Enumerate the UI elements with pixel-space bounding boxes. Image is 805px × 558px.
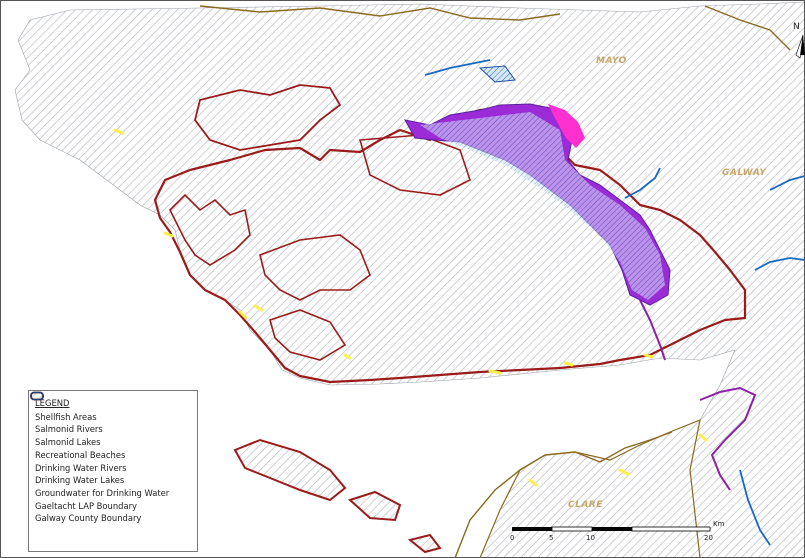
gaeltacht-boundary-south-coast (259, 234, 371, 301)
drinking-water-river-east-1 (624, 167, 661, 199)
island-south-middle (348, 490, 402, 522)
drinking-water-river-north (424, 59, 491, 76)
legend-label: Recreational Beaches (35, 449, 126, 460)
island-south-large (233, 438, 347, 502)
legend-label: Drinking Water Rivers (35, 462, 127, 473)
legend-item-dw-lakes: Drinking Water Lakes (30, 391, 191, 487)
salmonid-lake-pink-edge (548, 104, 585, 148)
legend-label: Salmonid Rivers (35, 424, 103, 435)
scale-tick-5: 5 (549, 534, 554, 542)
scale-unit: Km (713, 520, 725, 528)
county-label-mayo: MAYO (596, 56, 627, 66)
legend-label: Salmonid Lakes (35, 437, 101, 448)
scale-tick-0: 0 (510, 534, 515, 542)
scale-tick-10: 10 (586, 534, 595, 542)
recreational-beaches (113, 128, 708, 487)
county-boundary-north (199, 5, 561, 21)
drinking-water-river-east-2 (769, 175, 805, 191)
legend-item-salmonid-lakes: Salmonid Lakes (31, 392, 191, 449)
gaeltacht-boundary-interior-1 (194, 84, 342, 151)
legend-item-salmonid-rivers: Salmonid Rivers (30, 395, 191, 436)
legend-item-shellfish: Shellfish Areas (31, 392, 191, 424)
county-label-galway: GALWAY (722, 168, 767, 178)
salmonid-lake-hatch (420, 112, 665, 300)
north-label: N (793, 22, 800, 32)
drinking-water-river-south (739, 469, 771, 546)
salmonid-river-main (639, 299, 666, 361)
legend-label: Gaeltacht LAP Boundary (35, 500, 138, 511)
legend-item-county: Galway County Boundary (30, 391, 191, 525)
legend-title: LEGEND (35, 398, 70, 408)
county-boundary-icon (30, 391, 44, 401)
scale-bar (512, 526, 711, 532)
county-boundary-east (704, 5, 791, 51)
legend-label: Drinking Water Lakes (35, 475, 125, 486)
island-inlet (269, 309, 347, 361)
legend-item-gaeltacht: Gaeltacht LAP Boundary (30, 391, 191, 513)
drinking-water-river-east-3 (754, 257, 805, 271)
scale-tick-20: 20 (704, 534, 713, 542)
county-boundary-clare (454, 431, 673, 558)
legend-item-beaches: Recreational Beaches (30, 394, 191, 462)
legend-item-groundwater: Groundwater for Drinking Water (30, 392, 191, 500)
gaeltacht-boundary (153, 106, 747, 384)
drinking-water-lake-north (478, 65, 516, 83)
island-south-small (407, 533, 442, 554)
legend-label: Shellfish Areas (35, 411, 97, 422)
legend-label: Groundwater for Drinking Water (35, 487, 170, 498)
gaeltacht-boundary-west-coast (169, 193, 251, 266)
clare-landmass (479, 419, 701, 558)
north-arrow-icon (795, 34, 805, 59)
map-legend: LEGEND Shellfish Areas Salmonid Rivers S… (28, 390, 198, 552)
legend-label: Galway County Boundary (35, 513, 142, 524)
legend-item-dw-rivers: Drinking Water Rivers (30, 395, 191, 475)
county-label-clare: CLARE (568, 500, 603, 510)
salmonid-river-south (699, 386, 757, 491)
